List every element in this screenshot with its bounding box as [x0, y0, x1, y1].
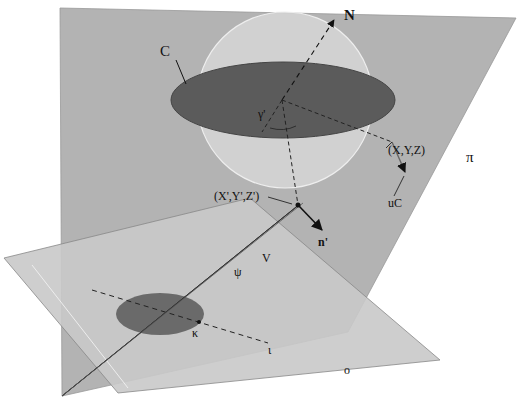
vector-n-prime — [298, 205, 322, 230]
leader-line — [394, 176, 404, 196]
radius-line — [282, 100, 392, 142]
normal-axis — [282, 20, 334, 100]
leader-line — [176, 60, 186, 84]
axis-label: N — [344, 8, 355, 23]
circle-label: C — [160, 44, 170, 59]
point-kappa — [197, 320, 201, 324]
axis-label: ι — [268, 344, 271, 356]
point-label: κ — [192, 327, 198, 339]
ray-label: V — [262, 252, 271, 264]
plane-label: π — [466, 150, 474, 165]
plane-label: o — [344, 364, 350, 376]
projected-ellipse — [116, 293, 204, 335]
point-label: (X',Y',Z') — [214, 190, 259, 202]
vector-label: n' — [318, 236, 328, 248]
angle-arc — [270, 126, 296, 130]
angle-label: γ' — [258, 108, 265, 120]
plane-axis-label: ψ — [234, 266, 242, 278]
leader-line — [268, 197, 292, 204]
vector-label: uC — [388, 197, 402, 209]
plane-edge — [32, 265, 128, 388]
view-ray — [62, 203, 303, 396]
point-label: (X,Y,Z) — [388, 144, 425, 156]
plane-o — [4, 198, 440, 393]
image-axis — [92, 290, 268, 343]
radius-line — [282, 100, 298, 205]
